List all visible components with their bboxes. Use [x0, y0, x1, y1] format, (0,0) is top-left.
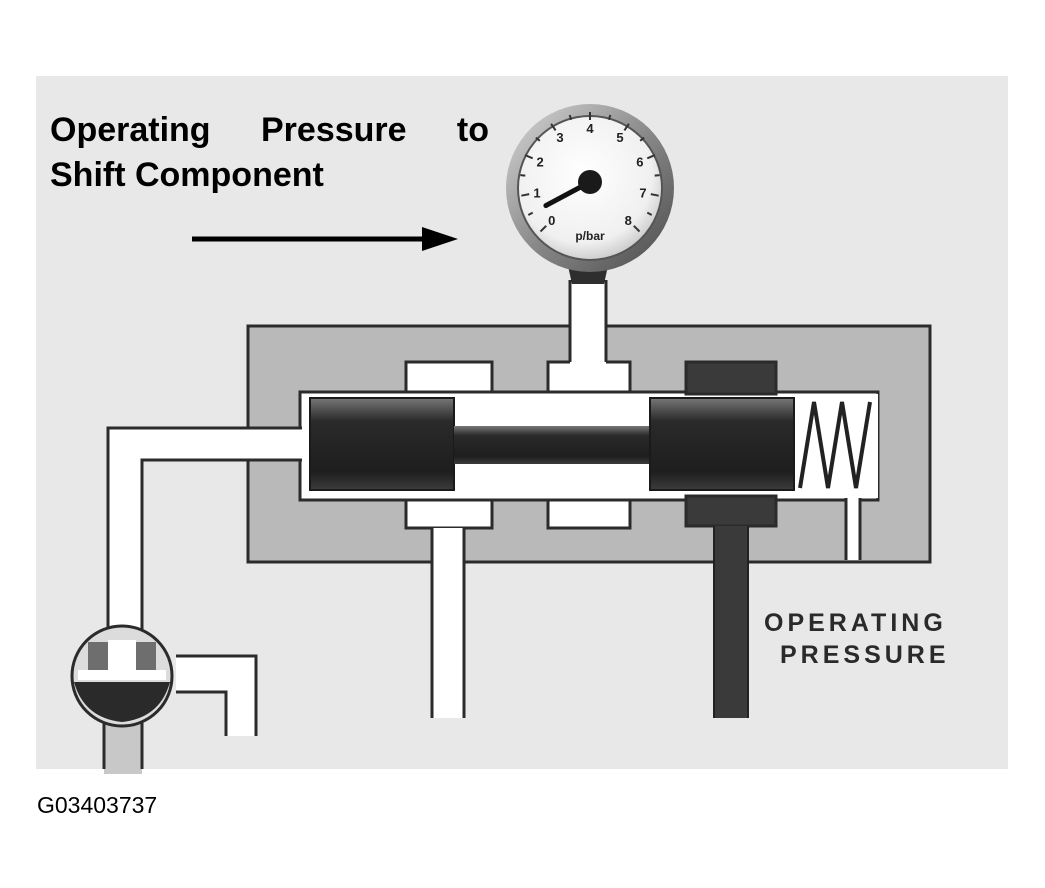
return-spring [796, 394, 878, 498]
gauge-feed-tube [568, 266, 608, 364]
gauge-number-1: 1 [533, 186, 540, 201]
figure-id: G03403737 [37, 792, 157, 818]
spring-drain-line [844, 498, 862, 560]
return-line [430, 528, 466, 718]
gauge-ticks [520, 112, 660, 233]
gauge-tick [550, 123, 557, 131]
gauge-tick [646, 154, 656, 160]
gauge-number-6: 6 [636, 154, 643, 169]
gauge-tick [650, 193, 659, 197]
gauge-number-7: 7 [639, 186, 646, 201]
gauge-tick [623, 123, 630, 131]
shift-component-valve [70, 624, 258, 774]
gauge-tick [646, 211, 653, 216]
gauge-number-5: 5 [616, 130, 623, 145]
gauge-tick [520, 174, 526, 177]
gauge-tick [633, 225, 641, 233]
heading-line-2: Shift Component [50, 156, 324, 194]
gauge-number-8: 8 [625, 213, 632, 228]
gauge-scale-numbers: 0 1 2 3 4 5 6 7 8 [533, 121, 646, 228]
heading-word-3: to [457, 111, 489, 149]
valve-spool [309, 397, 795, 491]
gauge-tick [654, 174, 660, 177]
gauge-tick [568, 114, 573, 121]
gauge-tick [639, 136, 645, 142]
gauge-tick [527, 211, 534, 216]
operating-pressure-label: OPERATING PRESSURE [764, 609, 950, 669]
gauge-number-2: 2 [536, 154, 543, 169]
gauge-number-4: 4 [586, 121, 594, 136]
gauge-tick [521, 193, 530, 197]
operating-label-line-1: OPERATING [764, 609, 947, 637]
gauge-number-3: 3 [556, 130, 563, 145]
gauge-tick [524, 154, 534, 160]
operating-pressure-line [713, 526, 749, 718]
gauge-tick [607, 114, 612, 121]
heading-word-2: Pressure [261, 111, 407, 149]
gauge-tick [535, 136, 541, 142]
operating-label-line-2: PRESSURE [780, 641, 950, 669]
actuator-feed-line [106, 426, 302, 640]
heading-word-1: Operating [50, 111, 211, 149]
gauge-hub [578, 170, 602, 194]
gauge-unit: p/bar [575, 229, 605, 243]
pointer-arrow [192, 227, 458, 251]
gauge-tick [539, 225, 547, 233]
heading: Operating Pressure to Shift Component [50, 111, 489, 194]
gauge-number-0: 0 [548, 213, 555, 228]
pressure-gauge: 0 1 2 3 4 5 6 7 8 p/bar [506, 104, 674, 272]
